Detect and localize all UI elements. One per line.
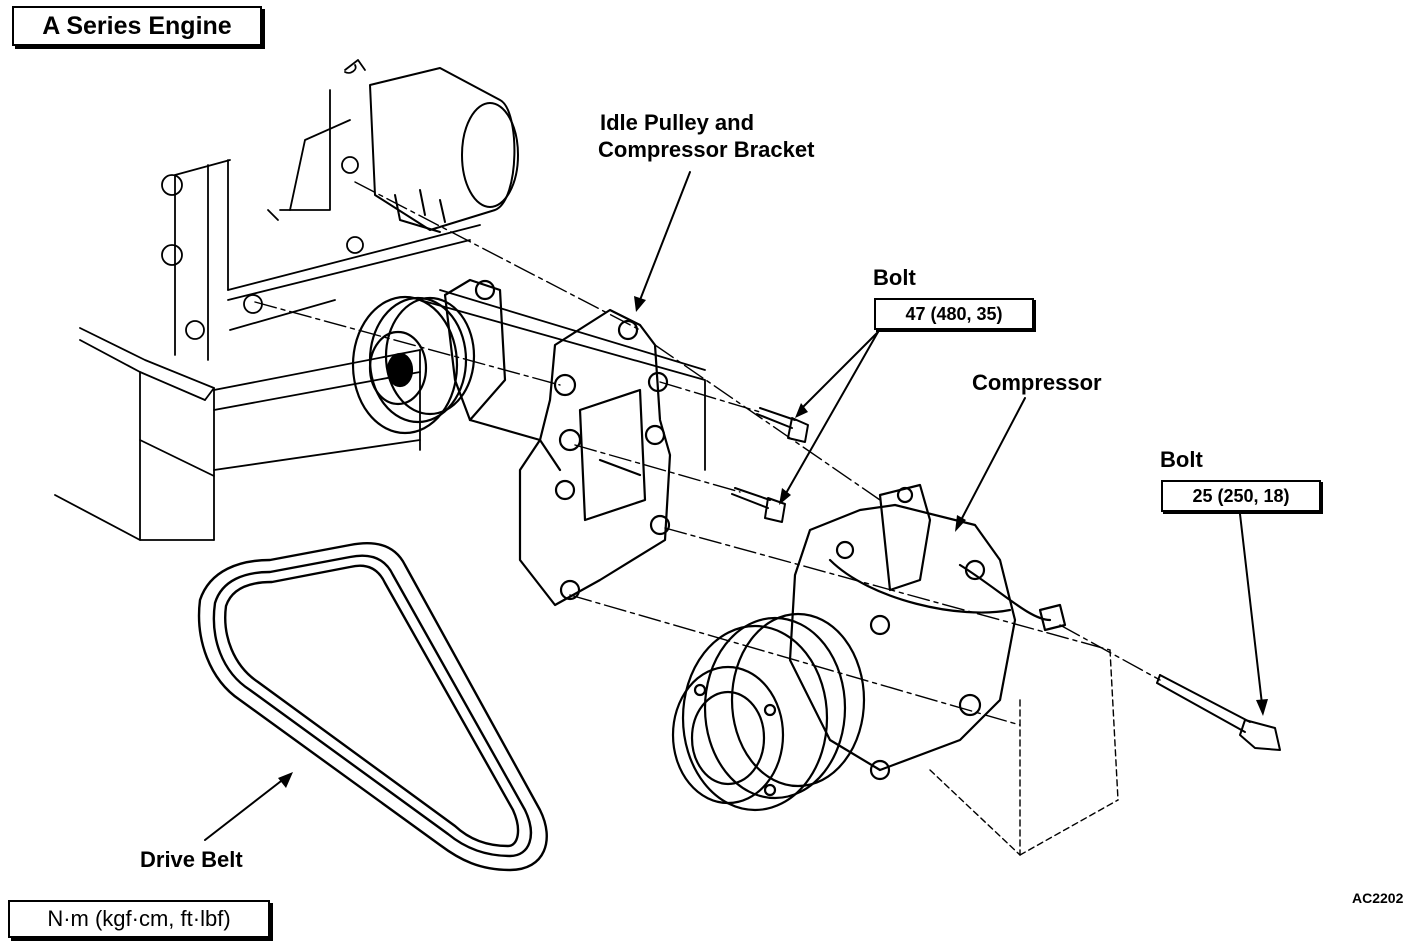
label-drive-belt: Drive Belt — [140, 847, 243, 872]
dashed-box — [929, 649, 1119, 856]
engine-block — [54, 59, 706, 541]
idle-pulley — [351, 295, 476, 435]
alignment-lines — [254, 181, 1161, 726]
leader-lines — [204, 171, 1263, 841]
label-idle-pulley-line1: Idle Pulley and — [600, 110, 755, 135]
label-idle-pulley-line2: Compressor Bracket — [598, 137, 815, 162]
label-compressor: Compressor — [972, 370, 1102, 395]
units-legend: N·m (kgf·cm, ft·lbf) — [8, 900, 270, 938]
compressor — [671, 483, 1067, 812]
diagram-title: A Series Engine — [12, 6, 262, 46]
arrowheads — [278, 296, 1268, 788]
label-bolt-upper: Bolt — [873, 265, 916, 290]
torque-box-bolt-right: 25 (250, 18) — [1161, 480, 1321, 512]
label-bolt-right: Bolt — [1160, 447, 1203, 472]
bracket-bolts — [731, 407, 809, 523]
oil-filter — [369, 67, 519, 233]
compressor-bracket — [443, 278, 672, 607]
torque-box-bolt-upper: 47 (480, 35) — [874, 298, 1034, 330]
drive-belt — [197, 542, 548, 872]
figure-code: AC2202 — [1352, 890, 1404, 906]
